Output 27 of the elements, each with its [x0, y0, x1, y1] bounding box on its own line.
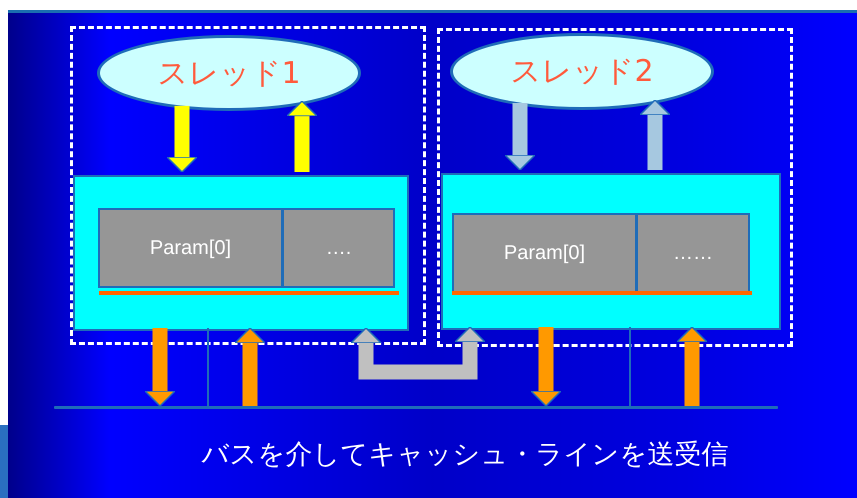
block-arrow: [286, 100, 318, 172]
cell-label: ….: [326, 236, 352, 260]
block-arrow: [504, 102, 536, 171]
cell-label: Param[0]: [504, 242, 586, 264]
connector-line: [207, 328, 209, 406]
cache-panel: [441, 173, 781, 330]
cache-panel: [73, 175, 409, 331]
block-arrow: [676, 326, 708, 406]
dashed-group-frame: [70, 26, 426, 345]
cache-line-cell: [636, 213, 750, 293]
dashed-group-frame: [437, 28, 793, 347]
block-arrow: [144, 328, 176, 407]
block-arrow: [350, 326, 486, 380]
block-arrow: [639, 99, 671, 170]
cache-line-cell: [452, 213, 637, 293]
connector-line: [629, 327, 631, 406]
bus-line: [54, 406, 778, 409]
block-arrow: [530, 327, 562, 407]
block-arrow: [234, 327, 266, 406]
cell-label: Param[0]: [150, 236, 232, 260]
thread-label: スレッド2: [510, 53, 654, 91]
caption-text: バスを介してキャッシュ・ラインを送受信: [200, 438, 730, 472]
block-arrow: [166, 106, 198, 173]
cell-label: ……: [673, 242, 713, 264]
cache-line-cell: [282, 208, 395, 288]
thread-label: スレッド1: [157, 54, 301, 92]
cache-line-cell: [98, 208, 283, 288]
